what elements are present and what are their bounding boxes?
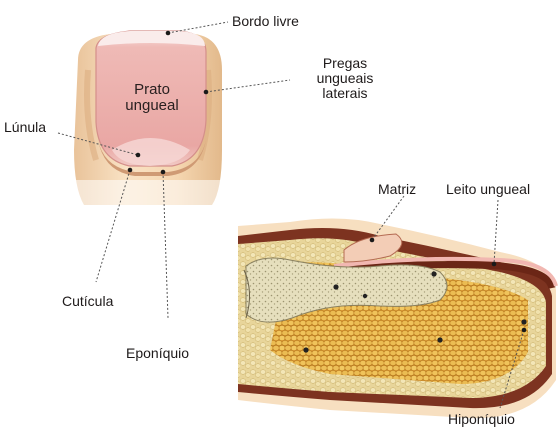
label-prato-ungueal: Prato ungueal [112,82,192,114]
label-pregas-line1: Pregas [300,56,390,71]
finger-dorsal-view [70,31,230,210]
label-prato-ungueal-line2: ungueal [112,98,192,114]
label-hiponiquio: Hiponíquio [448,412,515,427]
label-matriz: Matriz [378,182,416,197]
label-lunula: Lúnula [4,120,46,135]
label-pregas-line3: laterais [300,86,390,101]
label-bordo-livre: Bordo livre [232,14,299,29]
label-pregas-ungueais-laterais: Pregas ungueais laterais [300,56,390,101]
label-cuticula: Cutícula [62,294,113,309]
nail-cross-section [238,218,556,418]
label-pregas-line2: ungueais [300,71,390,86]
label-leito-ungueal: Leito ungueal [446,182,530,197]
label-prato-ungueal-line1: Prato [112,82,192,98]
label-eponiquio: Eponíquio [126,346,189,361]
